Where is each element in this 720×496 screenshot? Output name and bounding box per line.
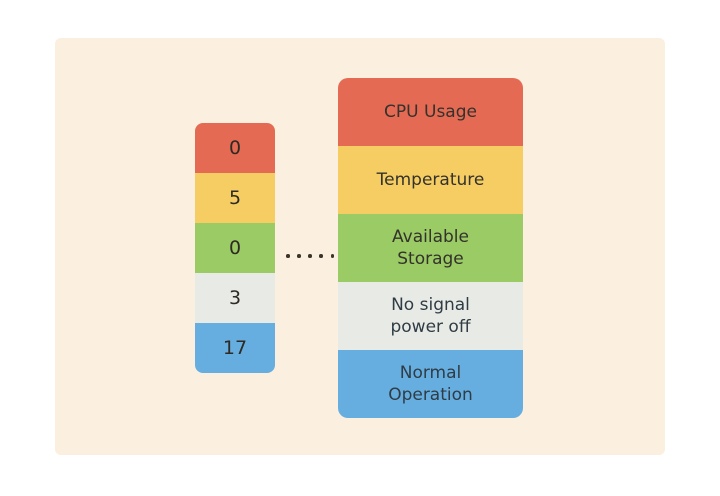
label-cell-normal-operation: Normal Operation: [338, 350, 523, 418]
label-line-1: Available: [392, 226, 469, 247]
value-text-no-signal: 3: [228, 286, 242, 309]
label-text-available-storage: Available Storage: [392, 226, 469, 271]
label-text-no-signal: No signal power off: [390, 294, 470, 339]
connector-dot: [308, 254, 312, 258]
value-text-available-storage: 0: [228, 236, 242, 259]
label-text-temperature: Temperature: [376, 169, 485, 190]
label-line-2: Operation: [388, 385, 473, 405]
connector-dot: [319, 254, 323, 258]
connector-dot: [286, 254, 290, 258]
value-text-normal-operation: 17: [222, 336, 248, 359]
label-stack: CPU Usage Temperature Available Storage …: [338, 78, 523, 418]
label-text-normal-operation: Normal Operation: [388, 362, 473, 407]
label-cell-available-storage: Available Storage: [338, 214, 523, 282]
connector-dot: [330, 254, 334, 258]
label-text-cpu-usage: CPU Usage: [384, 101, 477, 122]
dotted-connector: [286, 252, 334, 260]
value-stack: 0 5 0 3 17: [195, 123, 275, 373]
value-text-cpu-usage: 0: [228, 136, 242, 159]
label-cell-no-signal: No signal power off: [338, 282, 523, 350]
value-cell-temperature: 5: [195, 173, 275, 223]
label-cell-temperature: Temperature: [338, 146, 523, 214]
label-line-1: No signal: [391, 294, 470, 315]
label-cell-cpu-usage: CPU Usage: [338, 78, 523, 146]
value-text-temperature: 5: [228, 186, 242, 209]
value-cell-cpu-usage: 0: [195, 123, 275, 173]
label-line-1: Normal: [399, 362, 462, 383]
value-cell-available-storage: 0: [195, 223, 275, 273]
label-line-2: Storage: [397, 249, 464, 269]
value-cell-no-signal: 3: [195, 273, 275, 323]
value-cell-normal-operation: 17: [195, 323, 275, 373]
label-line-2: power off: [390, 317, 471, 337]
connector-dot: [297, 254, 301, 258]
